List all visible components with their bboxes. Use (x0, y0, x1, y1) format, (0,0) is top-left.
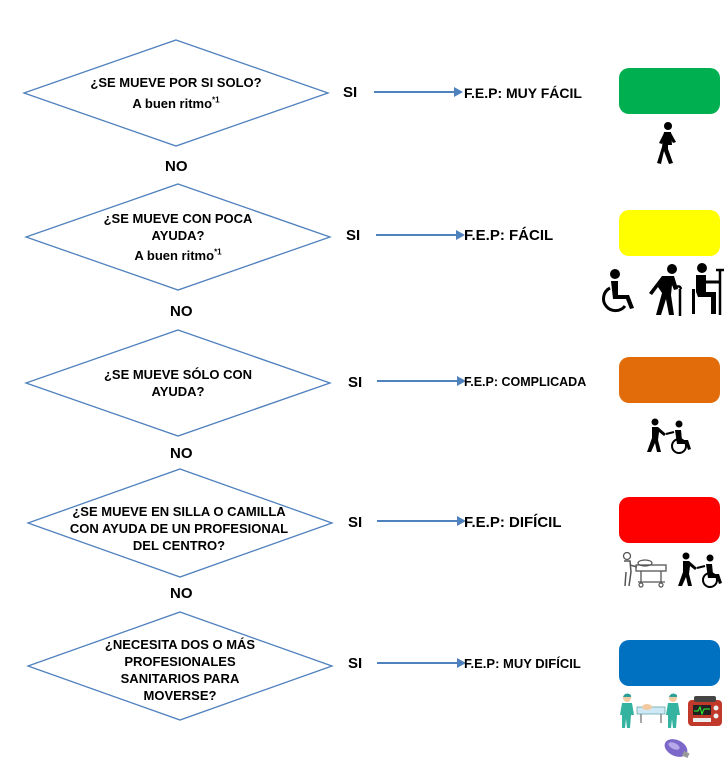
yes-label-2: SI (346, 227, 361, 244)
question-5: ¿NECESITA DOS O MÁS PROFESIONALES SANITA… (104, 637, 256, 703)
question-4: ¿SE MUEVE EN SILLA O CAMILLA CON AYUDA D… (69, 503, 289, 553)
decision-diamond-3 (24, 329, 332, 437)
result-label-2: F.E.P: FÁCIL (464, 227, 554, 244)
arrow-5 (377, 658, 466, 668)
decision-diamond-4 (26, 468, 334, 578)
result-label-4: F.E.P: DIFÍCIL (464, 514, 562, 531)
color-box-yellow (619, 210, 720, 256)
result-label-5: F.E.P: MUY DIFÍCIL (464, 656, 581, 671)
decision-text-1: ¿SE MUEVE POR SI SOLO? A buen ritmo*1 (60, 58, 292, 128)
yes-label-1: SI (343, 84, 358, 101)
yes-label-4: SI (348, 514, 363, 531)
arrow-3 (377, 376, 466, 386)
question-3: ¿SE MUEVE SÓLO CON AYUDA? (103, 367, 253, 399)
assisted-wheelchair-icon-2 (678, 552, 722, 588)
no-label-2: NO (170, 303, 193, 320)
stretcher-icon (622, 551, 667, 588)
seated-crutch-icon (692, 263, 724, 315)
decision-text-2: ¿SE MUEVE CON POCA AYUDA? A buen ritmo*1 (98, 200, 258, 274)
no-label-4: NO (170, 585, 193, 602)
arrow-4 (377, 516, 466, 526)
color-box-blue (619, 640, 720, 686)
color-box-green (619, 68, 720, 114)
decision-text-3: ¿SE MUEVE SÓLO CON AYUDA? (90, 355, 266, 411)
question-1-sub: A buen ritmo*1 (132, 95, 220, 111)
walking-person-icon (657, 122, 676, 164)
decision-diamond-5 (26, 611, 334, 721)
decision-diamond-1 (22, 39, 330, 147)
assisted-wheelchair-icon (647, 418, 691, 454)
medical-team-icon (620, 693, 680, 728)
arrow-2 (376, 230, 465, 240)
decision-text-5: ¿NECESITA DOS O MÁS PROFESIONALES SANITA… (92, 632, 268, 708)
result-label-3: F.E.P: COMPLICADA (464, 375, 587, 389)
question-1: ¿SE MUEVE POR SI SOLO? (90, 75, 262, 91)
decision-diamond-2 (24, 183, 332, 291)
no-label-3: NO (170, 445, 193, 462)
yes-label-3: SI (348, 374, 363, 391)
question-2-sub: A buen ritmo*1 (134, 247, 222, 264)
color-box-red (619, 497, 720, 543)
question-2: ¿SE MUEVE CON POCA AYUDA? (103, 210, 253, 243)
defibrillator-icon (688, 696, 722, 726)
resuscitator-bag-icon (664, 739, 690, 758)
result-label-1: F.E.P: MUY FÁCIL (464, 85, 582, 101)
decision-text-4: ¿SE MUEVE EN SILLA O CAMILLA CON AYUDA D… (64, 490, 294, 566)
elderly-cane-icon (649, 264, 683, 316)
no-label-1: NO (165, 158, 188, 175)
yes-label-5: SI (348, 655, 363, 672)
wheelchair-icon (602, 269, 634, 313)
arrow-1 (374, 87, 463, 97)
color-box-orange (619, 357, 720, 403)
